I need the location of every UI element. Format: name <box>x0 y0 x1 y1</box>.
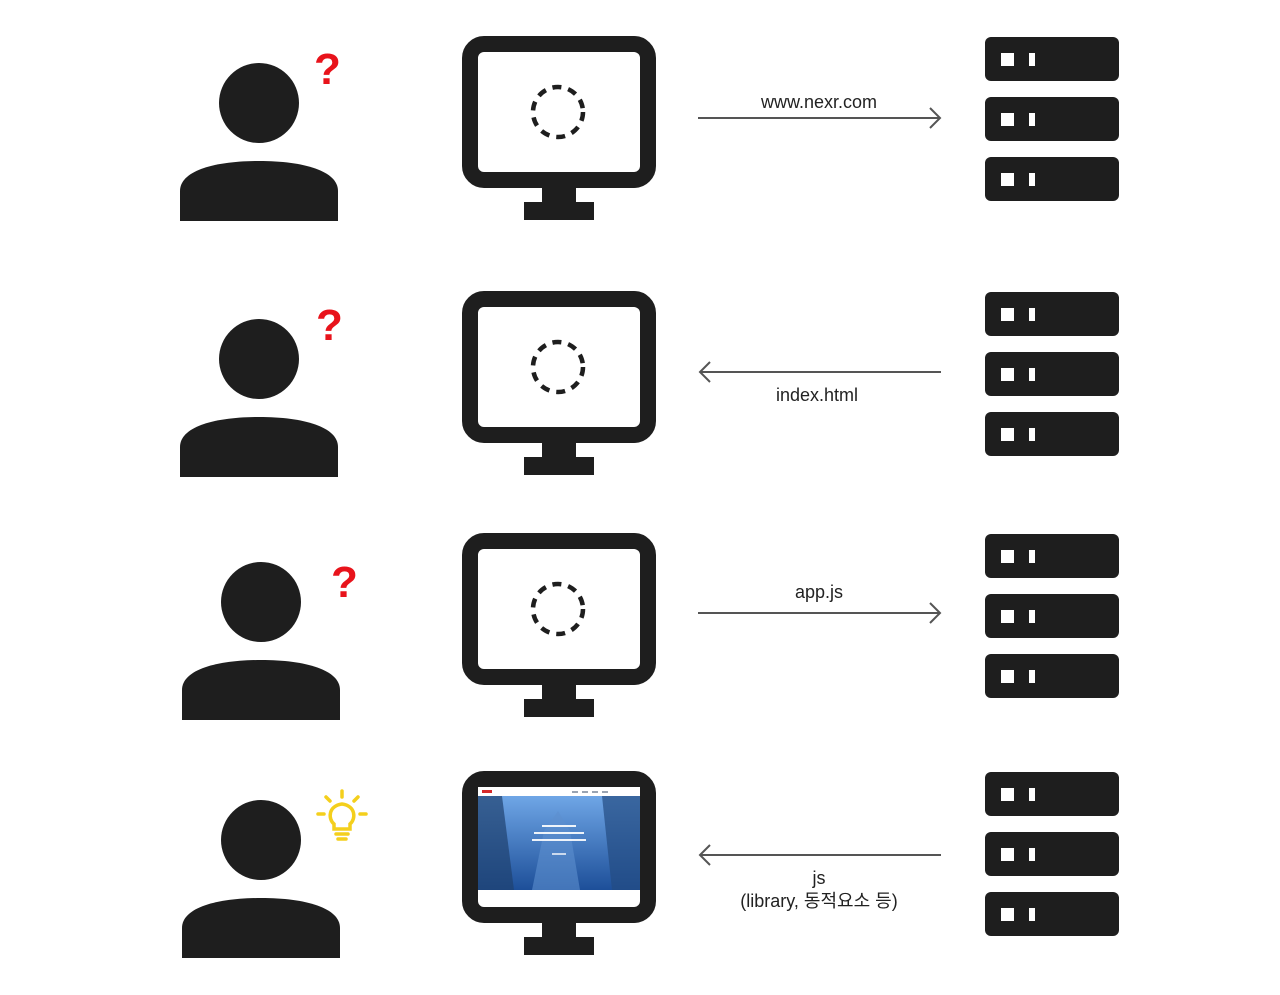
website-screenshot-image <box>478 787 640 899</box>
server-icon <box>985 292 1119 456</box>
lightbulb-icon <box>316 789 368 841</box>
response-arrow-left <box>698 361 941 383</box>
server-icon <box>985 534 1119 698</box>
monitor-icon <box>462 36 656 220</box>
step-row-2: ? index.html <box>0 285 1280 485</box>
server-icon <box>985 772 1119 936</box>
step-row-3: ? app.js <box>0 528 1280 728</box>
monitor-icon <box>462 771 656 955</box>
step-row-4: js (library, 동적요소 등) <box>0 766 1280 966</box>
question-mark-icon: ? <box>316 301 343 350</box>
arrow-label: app.js <box>794 582 844 602</box>
person-icon <box>180 63 338 221</box>
loading-spinner-icon <box>530 84 586 140</box>
monitor-icon <box>462 291 656 475</box>
arrow-label: www.nexr.com <box>760 92 878 112</box>
person-icon <box>182 800 340 958</box>
request-arrow-right <box>698 602 942 624</box>
arrow-label: index.html <box>775 385 859 405</box>
response-arrow-left <box>698 844 941 866</box>
person-icon <box>182 562 340 720</box>
loading-spinner-icon <box>530 339 586 395</box>
server-icon <box>985 37 1119 201</box>
step-row-1: ? www.nexr.com <box>0 30 1280 230</box>
monitor-icon <box>462 533 656 717</box>
loading-spinner-icon <box>530 581 586 637</box>
person-icon <box>180 319 338 477</box>
arrow-label-line-2: (library, 동적요소 등) <box>740 891 898 911</box>
request-arrow-right <box>698 107 942 129</box>
question-mark-icon: ? <box>331 558 358 607</box>
question-mark-icon: ? <box>314 45 341 94</box>
arrow-label-line-1: js <box>812 868 826 888</box>
